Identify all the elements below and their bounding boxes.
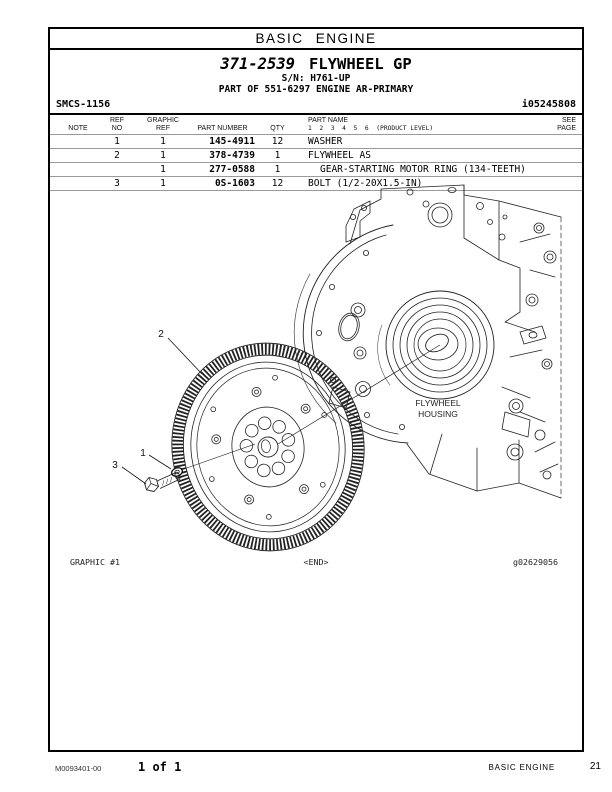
header-note: NOTE bbox=[68, 125, 88, 132]
part-group-name: FLYWHEEL GP bbox=[309, 55, 412, 73]
document-number: M0093401-00 bbox=[55, 764, 102, 773]
cell-graphic-ref: 1 bbox=[160, 150, 166, 161]
section-banner-title: BASIC ENGINE bbox=[255, 31, 377, 46]
parent-assembly: PART OF 551-6297 ENGINE AR-PRIMARY bbox=[218, 84, 414, 95]
callout-3-leader bbox=[121, 466, 147, 485]
cell-part-name: GEAR-STARTING MOTOR RING (134-TEETH) bbox=[320, 164, 526, 175]
table-row: 1 1 145-4911 12 WASHER bbox=[50, 134, 582, 148]
callout-1-leader bbox=[148, 454, 172, 470]
flywheel-housing-label-line1: FLYWHEEL bbox=[415, 398, 460, 408]
cell-part-number: 277-0588 bbox=[209, 164, 255, 175]
cell-qty: 1 bbox=[274, 150, 281, 161]
cell-note bbox=[58, 150, 98, 161]
cell-graphic-ref: 1 bbox=[160, 178, 166, 189]
assembly-centerline bbox=[277, 344, 441, 445]
table-row: 2 1 378-4739 1 FLYWHEEL AS bbox=[50, 148, 582, 162]
page-footer: M0093401-00 1 of 1 BASIC ENGINE 21 bbox=[0, 760, 612, 780]
cell-ref-no: 3 bbox=[114, 178, 120, 189]
cell-see-page bbox=[526, 164, 576, 175]
cell-ref-no: 2 bbox=[114, 150, 120, 161]
cell-part-number: 145-4911 bbox=[209, 136, 255, 147]
section-banner: BASIC ENGINE bbox=[50, 29, 582, 50]
graphic-caption-row: GRAPHIC #1 <END> g02629056 bbox=[50, 557, 582, 569]
header-qty: QTY bbox=[270, 125, 285, 132]
cell-note bbox=[58, 136, 98, 147]
bolt-centerline bbox=[180, 443, 256, 471]
cell-note bbox=[58, 164, 98, 175]
flywheel-exploded-drawing: 2 1 3 FLYWHEEL HOUSING bbox=[112, 184, 562, 552]
page-count: 1 of 1 bbox=[138, 760, 182, 774]
callout-2-leader bbox=[167, 337, 203, 375]
cell-part-name: BOLT (1/2-20X1.5-IN) bbox=[308, 178, 423, 189]
cell-part-name: FLYWHEEL AS bbox=[308, 150, 371, 161]
flywheel-housing-label-line2: HOUSING bbox=[418, 409, 458, 419]
part-group-number: 371-2539 bbox=[220, 55, 295, 73]
callout-3: 3 bbox=[112, 460, 118, 471]
smcs-code: SMCS-1156 bbox=[56, 99, 111, 110]
cell-see-page bbox=[526, 150, 576, 161]
callout-2: 2 bbox=[158, 329, 164, 340]
cell-part-name: WASHER bbox=[308, 136, 343, 147]
end-marker: <END> bbox=[303, 557, 329, 567]
cell-ref-no bbox=[98, 164, 136, 175]
graphic-id: g02629056 bbox=[513, 557, 558, 567]
flywheel-drawing bbox=[171, 342, 365, 552]
cell-qty: 12 bbox=[271, 178, 284, 189]
page-number: 21 bbox=[589, 761, 601, 772]
serial-range: S/N: H761-UP bbox=[281, 73, 351, 84]
cell-part-number: 0S-1603 bbox=[214, 178, 255, 189]
cell-graphic-ref: 1 bbox=[160, 164, 166, 175]
cell-part-number: 378-4739 bbox=[209, 150, 255, 161]
smcs-row: SMCS-1156 i05245808 bbox=[50, 99, 582, 113]
header-product-level: 1 2 3 4 5 6 (PRODUCT LEVEL) bbox=[308, 125, 434, 132]
cell-graphic-ref: 1 bbox=[160, 136, 166, 147]
footer-section-title: BASIC ENGINE bbox=[488, 763, 555, 772]
engine-block-drawing bbox=[293, 184, 562, 499]
table-row: 3 1 0S-1603 12 BOLT (1/2-20X1.5-IN) bbox=[50, 176, 582, 191]
title-block: 371-2539 FLYWHEEL GP S/N: H761-UP PART OF… bbox=[50, 56, 582, 96]
cell-see-page bbox=[526, 136, 576, 147]
cell-qty: 1 bbox=[274, 164, 281, 175]
cell-qty: 12 bbox=[271, 136, 284, 147]
part-group-title: 371-2539 FLYWHEEL GP bbox=[50, 56, 582, 73]
bolt-drawing bbox=[144, 471, 181, 492]
callout-1: 1 bbox=[140, 448, 146, 459]
cell-ref-no: 1 bbox=[114, 136, 120, 147]
info-id: i05245808 bbox=[521, 99, 576, 110]
ring-gear-teeth bbox=[172, 343, 364, 551]
table-row: 1 277-0588 1 GEAR-STARTING MOTOR RING (1… bbox=[50, 162, 582, 176]
page-frame: BASIC ENGINE 371-2539 FLYWHEEL GP S/N: H7… bbox=[48, 27, 584, 752]
graphic-label: GRAPHIC #1 bbox=[70, 557, 120, 567]
header-part-number: PART NUMBER bbox=[197, 125, 248, 132]
